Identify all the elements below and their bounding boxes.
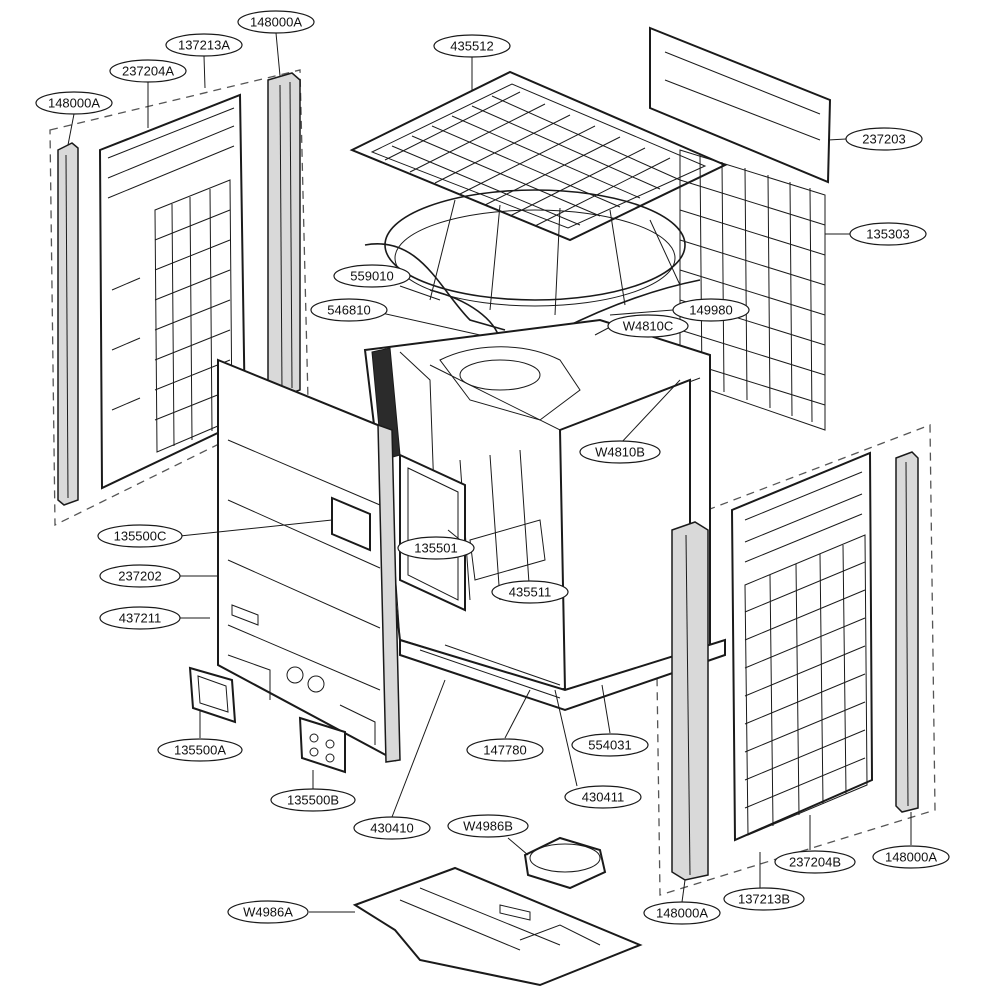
callout-label: 135500C bbox=[114, 529, 167, 544]
callout-label: 430410 bbox=[370, 821, 413, 836]
main-chassis bbox=[363, 318, 726, 712]
callout-430410: 430410 bbox=[353, 816, 431, 840]
service-cover-a bbox=[188, 666, 237, 724]
callout-label: 546810 bbox=[327, 303, 370, 318]
callout-237204B: 237204B bbox=[774, 850, 856, 874]
control-box bbox=[399, 453, 466, 612]
callout-label: 435512 bbox=[450, 39, 493, 54]
callout-137213A: 137213A bbox=[165, 33, 243, 57]
callout-label: 237204A bbox=[122, 64, 174, 79]
callout-149980: 149980 bbox=[672, 298, 750, 322]
callout-label: W4810B bbox=[595, 445, 645, 460]
callout-label: 435511 bbox=[509, 585, 551, 600]
callout-237202: 237202 bbox=[99, 564, 181, 588]
service-cover-b bbox=[298, 716, 346, 774]
top-fan-guard bbox=[349, 70, 728, 242]
callout-148000A-top: 148000A bbox=[237, 10, 315, 34]
callout-W4986B: W4986B bbox=[447, 814, 529, 838]
callout-label: 137213A bbox=[178, 38, 230, 53]
callout-135303: 135303 bbox=[849, 222, 927, 246]
callout-237203: 237203 bbox=[845, 127, 923, 151]
callout-label: 430411 bbox=[582, 790, 624, 805]
callout-135500C: 135500C bbox=[97, 524, 183, 548]
callout-W4986A: W4986A bbox=[227, 900, 309, 924]
right-side-panel bbox=[730, 451, 874, 842]
right-panel-grille bbox=[744, 534, 868, 836]
right-front-panel bbox=[558, 378, 691, 692]
right-panel-group-outline bbox=[654, 424, 936, 896]
bottom-base-plate bbox=[352, 866, 643, 987]
callout-label: 237202 bbox=[118, 569, 161, 584]
callout-label: 148000A bbox=[250, 15, 302, 30]
callout-label: 148000A bbox=[656, 906, 708, 921]
callout-label: 135501 bbox=[414, 541, 457, 556]
callout-label: 437211 bbox=[119, 611, 161, 626]
callout-135501: 135501 bbox=[397, 536, 475, 560]
callout-435511: 435511 bbox=[491, 580, 569, 604]
base-pan bbox=[399, 638, 726, 712]
callout-label: 135500B bbox=[287, 793, 339, 808]
callout-237204A: 237204A bbox=[109, 59, 187, 83]
callout-label: W4986B bbox=[463, 819, 513, 834]
callout-label: 559010 bbox=[350, 269, 393, 284]
callout-label: 148000A bbox=[48, 96, 100, 111]
callout-135500B: 135500B bbox=[270, 788, 356, 812]
left-back-post bbox=[267, 72, 301, 399]
callout-label: 135303 bbox=[866, 227, 909, 242]
callout-437211: 437211 bbox=[99, 606, 181, 630]
callout-label: 135500A bbox=[174, 743, 226, 758]
callout-label: W4810C bbox=[623, 319, 674, 334]
front-panel-label-plate bbox=[331, 496, 371, 552]
callout-label: 237203 bbox=[862, 132, 905, 147]
drain-cap bbox=[523, 836, 607, 890]
left-corner-post bbox=[57, 142, 79, 506]
fan-and-shroud bbox=[364, 189, 701, 341]
front-panel-side-edge bbox=[377, 423, 401, 763]
callout-435512: 435512 bbox=[433, 34, 511, 58]
callout-559010: 559010 bbox=[333, 264, 411, 288]
callout-148000A-left: 148000A bbox=[35, 91, 113, 115]
callout-147780: 147780 bbox=[466, 738, 544, 762]
callout-label: 554031 bbox=[588, 738, 631, 753]
callout-W4810B: W4810B bbox=[579, 440, 661, 464]
callout-546810: 546810 bbox=[310, 298, 388, 322]
callout-label: 148000A bbox=[885, 850, 937, 865]
callout-137213B: 137213B bbox=[723, 887, 805, 911]
front-panel bbox=[217, 358, 401, 763]
callout-135500A: 135500A bbox=[157, 738, 243, 762]
callout-W4810C: W4810C bbox=[607, 314, 689, 338]
callout-label: 147780 bbox=[483, 743, 526, 758]
left-panel-group-outline bbox=[49, 69, 309, 527]
callout-label: 149980 bbox=[689, 303, 732, 318]
callout-430411: 430411 bbox=[564, 785, 642, 809]
callout-148000A-bottom: 148000A bbox=[643, 901, 721, 925]
callout-label: 137213B bbox=[738, 892, 790, 907]
rear-top-panel bbox=[649, 26, 832, 184]
callout-label: W4986A bbox=[243, 905, 293, 920]
callout-148000A-right: 148000A bbox=[872, 845, 950, 869]
callout-554031: 554031 bbox=[571, 733, 649, 757]
compressor-and-piping bbox=[439, 346, 581, 601]
right-corner-post bbox=[895, 451, 919, 813]
front-corner-post bbox=[671, 521, 709, 881]
leader-lines bbox=[67, 32, 912, 913]
callout-label: 237204B bbox=[789, 855, 841, 870]
